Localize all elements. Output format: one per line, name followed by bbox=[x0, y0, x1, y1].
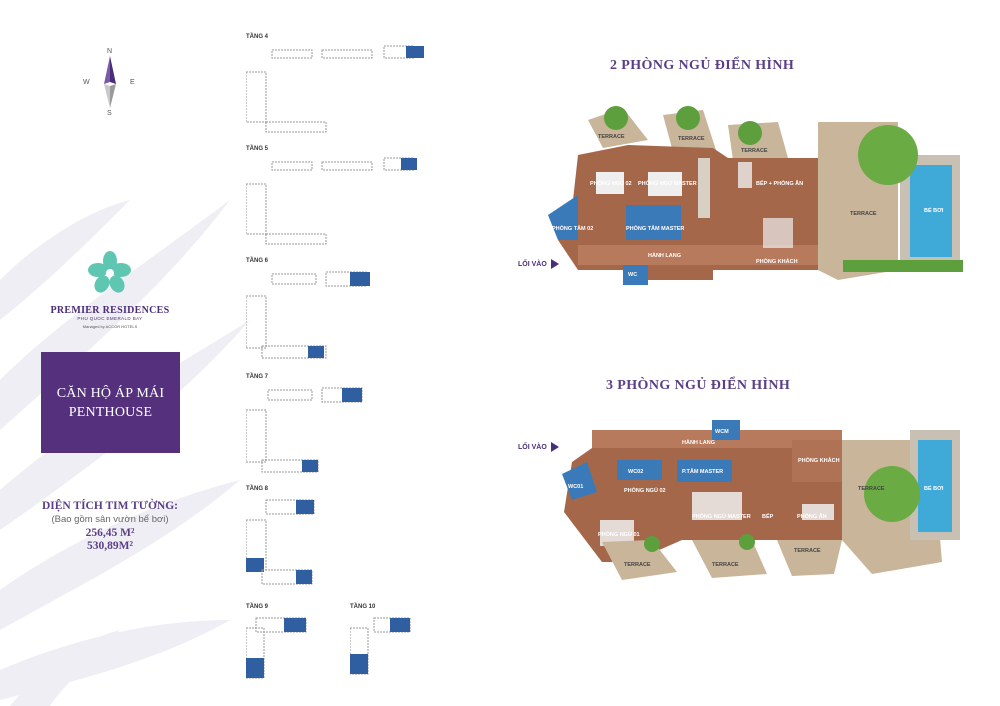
flower-logo-icon bbox=[88, 251, 131, 293]
plan2-floorplan: WCM HÀNH LANG WC02 P.TẮM MASTER PHÒNG KH… bbox=[562, 420, 960, 580]
compass-west: W bbox=[83, 79, 90, 86]
plan2-khach: PHÒNG KHÁCH bbox=[798, 456, 840, 464]
plan1-terrace-big: TERRACE bbox=[850, 211, 877, 217]
floor-label: TẦNG 7 bbox=[246, 374, 269, 380]
area-sublabel: (Bao gồm sân vườn bể bơi) bbox=[51, 514, 169, 525]
plan1-bath2: PHÒNG TẮM 02 bbox=[552, 224, 593, 232]
plan2-wcm: WCM bbox=[715, 429, 729, 435]
brand-logo: PREMIER RESIDENCES PHU QUOC EMERALD BAY … bbox=[40, 250, 180, 329]
compass-east: E bbox=[130, 79, 135, 86]
entry-arrow-icon bbox=[550, 442, 559, 452]
floor-key-10: TẦNG 10 bbox=[350, 604, 480, 704]
plan2-an: PHÒNG ĂN bbox=[797, 512, 827, 520]
area-value-1: 256,45 M² bbox=[85, 527, 135, 539]
floor-key-9: TẦNG 9 bbox=[246, 604, 376, 704]
plan2-terrace-big: TERRACE bbox=[858, 486, 885, 492]
plan1-bed2: PHÒNG NGỦ 02 bbox=[590, 179, 632, 187]
plan2-title: 3 PHÒNG NGỦ ĐIỂN HÌNH bbox=[606, 378, 791, 393]
plan1-entry: LỐI VÀO bbox=[518, 259, 559, 269]
title-line2: PENTHOUSE bbox=[68, 404, 153, 420]
plan1-title: 2 PHÒNG NGỦ ĐIỂN HÌNH bbox=[610, 58, 795, 73]
plan2-tam-master: P.TẮM MASTER bbox=[682, 467, 723, 475]
plan1-wc: WC bbox=[628, 272, 637, 278]
plan1-master: PHÒNG NGỦ MASTER bbox=[638, 179, 697, 187]
entry-arrow-icon bbox=[550, 259, 559, 269]
plan1-floorplan: TERRACE TERRACE TERRACE PHÒNG NGỦ 02 PHÒ… bbox=[548, 106, 963, 285]
plan2-terrace3: TERRACE bbox=[794, 548, 821, 554]
plan1-entry-label: LỐI VÀO bbox=[518, 260, 547, 268]
plan2-bed2: PHÒNG NGỦ 02 bbox=[624, 486, 666, 494]
area-info: DIỆN TÍCH TIM TƯỜNG: (Bao gồm sân vườn b… bbox=[25, 500, 195, 553]
plan1-terrace2: TERRACE bbox=[678, 136, 705, 142]
plan1-kitchen: BẾP + PHÒNG ĂN bbox=[756, 179, 803, 187]
plan2-terrace2: TERRACE bbox=[712, 562, 739, 568]
floor-label: TẦNG 4 bbox=[246, 34, 269, 40]
floor-key-7: TẦNG 7 bbox=[246, 374, 376, 474]
compass-icon: N S W E bbox=[80, 46, 140, 121]
floor-key-5: TẦNG 5 bbox=[246, 146, 417, 246]
plan1-hall: HÀNH LANG bbox=[648, 252, 681, 259]
plan2-bep: BẾP bbox=[762, 513, 774, 520]
plan2-hall: HÀNH LANG bbox=[682, 439, 715, 446]
plan1-living: PHÒNG KHÁCH bbox=[756, 257, 798, 265]
compass-south: S bbox=[107, 110, 112, 117]
plan1-terrace1: TERRACE bbox=[598, 134, 625, 140]
plan2-entry-label: LỐI VÀO bbox=[518, 443, 547, 451]
plan2-pool: BỂ BƠI bbox=[924, 485, 944, 492]
area-label: DIỆN TÍCH TIM TƯỜNG: bbox=[41, 500, 178, 512]
plan2-master: PHÒNG NGỦ MASTER bbox=[692, 512, 751, 520]
plan2-bed1: PHÒNG NGỦ 01 bbox=[598, 530, 640, 538]
plan2-wc2: WC02 bbox=[628, 469, 643, 475]
plan1-bath-master: PHÒNG TẮM MASTER bbox=[626, 224, 684, 232]
compass-north: N bbox=[107, 48, 113, 55]
brand-managed-by: Managed by ACCOR HOTELS bbox=[82, 324, 138, 329]
floor-key-6: TẦNG 6 bbox=[246, 258, 376, 359]
floor-key-4: TẦNG 4 bbox=[246, 34, 424, 134]
floor-label: TẦNG 6 bbox=[246, 258, 269, 264]
plan1-terrace3: TERRACE bbox=[741, 148, 768, 154]
floor-label: TẦNG 8 bbox=[246, 486, 269, 492]
plan2-wc1: WC01 bbox=[568, 484, 583, 490]
floor-key-8: TẦNG 8 bbox=[246, 486, 376, 586]
floor-label: TẦNG 9 bbox=[246, 604, 269, 610]
title-box: CĂN HỘ ÁP MÁI PENTHOUSE bbox=[41, 352, 180, 453]
plan1-pool: BỂ BƠI bbox=[924, 207, 944, 214]
brand-name: PREMIER RESIDENCES bbox=[50, 305, 170, 316]
plan2-terrace1: TERRACE bbox=[624, 562, 651, 568]
floor-label: TẦNG 10 bbox=[350, 604, 376, 610]
plan2-entry: LỐI VÀO bbox=[518, 442, 559, 452]
title-line1: CĂN HỘ ÁP MÁI bbox=[56, 385, 165, 401]
brand-subtitle: PHU QUOC EMERALD BAY bbox=[77, 316, 143, 321]
floor-label: TẦNG 5 bbox=[246, 146, 269, 152]
area-value-2: 530,89M² bbox=[87, 540, 133, 552]
